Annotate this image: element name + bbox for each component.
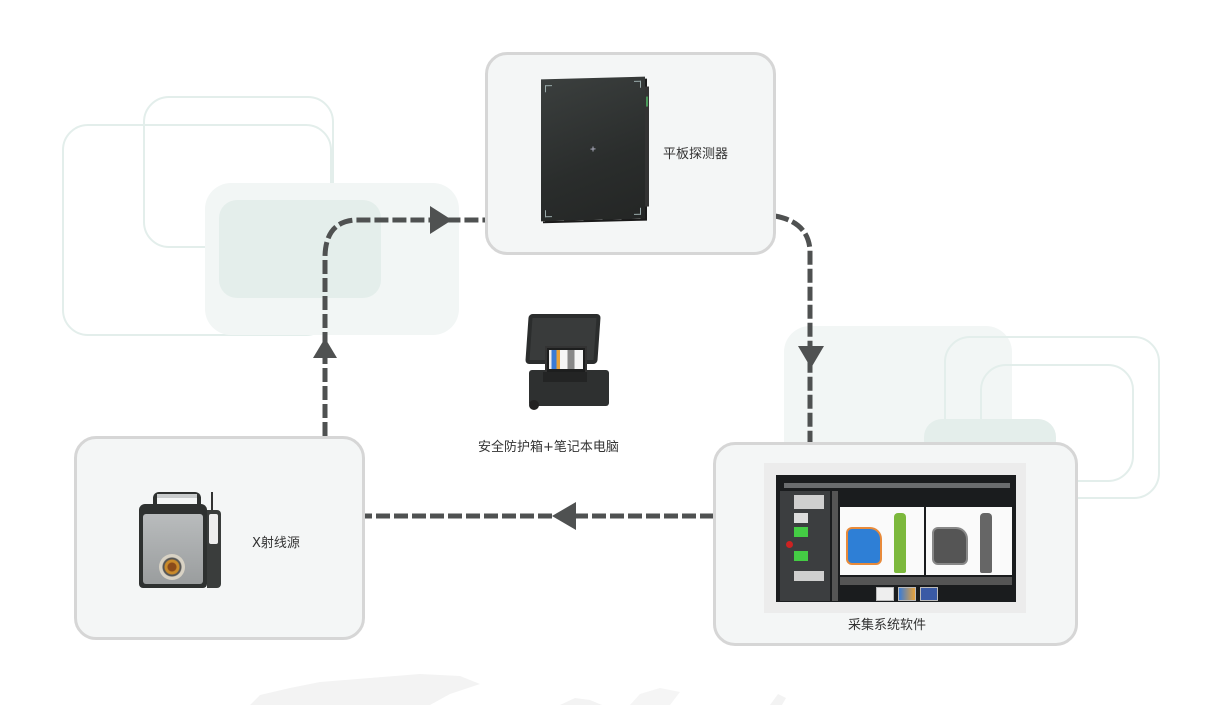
arrowhead-up [313,338,337,358]
acquisition-software-screenshot [776,475,1016,602]
arrowhead-down [798,346,824,368]
flat-panel-detector-image [541,76,649,222]
connector-xray-to-detector [322,217,485,436]
deco-fill-panel [219,200,381,298]
world-map-silhouette [250,674,786,705]
node-label-software: 采集系统软件 [848,618,927,633]
protective-case-laptop-image [523,312,611,412]
arrowhead-right [430,206,452,234]
connector-detector-to-software [774,213,813,444]
xray-generator-image [139,492,221,588]
node-label-case: 安全防护箱+笔记本电脑 [478,440,619,455]
node-label-xray-source: X射线源 [252,536,300,551]
arrowhead-left [552,502,576,530]
node-label-detector: 平板探测器 [663,147,729,162]
